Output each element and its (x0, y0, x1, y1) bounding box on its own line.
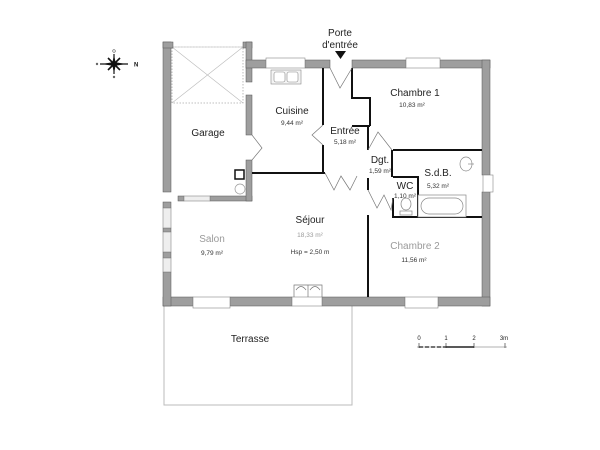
garage-door-marking (171, 46, 244, 104)
room-entree-area: 5,18 m² (333, 139, 357, 146)
scale-tick-1: 1 (444, 336, 448, 342)
room-sejour-name: Séjour (295, 215, 325, 226)
room-sejour-area: 18,33 m² (297, 232, 323, 239)
washbasin-icon (459, 156, 474, 172)
entrance-label: Porte d'entrée (322, 28, 358, 52)
room-wc-area: 1,10 m² (393, 193, 417, 200)
room-chambre2-area: 11,56 m² (401, 257, 427, 264)
interior-partitions (252, 68, 482, 297)
utility-box (234, 169, 245, 180)
room-cuisine-name: Cuisine (275, 106, 309, 117)
entrance-arrow-icon (335, 51, 346, 59)
room-chambre1-name: Chambre 1 (390, 88, 440, 99)
kitchen-sink-icon (270, 69, 302, 85)
terrace-outline (163, 304, 353, 406)
entrance-label-line2: d'entrée (322, 40, 358, 51)
scale-tick-0: 0 (417, 336, 421, 342)
svg-text:N: N (134, 63, 138, 69)
scale-bar (417, 343, 507, 348)
scale-tick-3: 3m (499, 336, 509, 342)
windows (162, 57, 494, 309)
room-sejour-height-note: Hsp = 2,50 m (290, 249, 330, 256)
room-sdb-name: S.d.B. (424, 168, 452, 179)
room-sdb-area: 5,32 m² (426, 183, 450, 190)
room-chambre2-name: Chambre 2 (390, 241, 440, 252)
room-garage-name: Garage (191, 128, 225, 139)
room-salon-name: Salon (199, 234, 225, 245)
door-swings (251, 67, 394, 297)
exterior-walls (162, 41, 491, 307)
room-chambre1-area: 10,83 m² (399, 102, 425, 109)
entrance-label-line1: Porte (328, 28, 352, 39)
room-cuisine-area: 9,44 m² (280, 120, 304, 127)
room-dgt-name: Dgt. (370, 155, 390, 166)
room-dgt-area: 1,59 m² (368, 168, 392, 175)
bathtub-icon (417, 194, 467, 218)
compass-icon: N (95, 49, 138, 79)
room-wc-name: WC (396, 181, 414, 192)
room-entree-name: Entrée (330, 126, 360, 137)
scale-tick-2: 2 (472, 336, 476, 342)
room-terrasse-name: Terrasse (230, 334, 270, 345)
water-heater-icon (234, 183, 246, 195)
room-salon-area: 9,79 m² (200, 250, 224, 257)
toilet-icon (399, 197, 413, 216)
